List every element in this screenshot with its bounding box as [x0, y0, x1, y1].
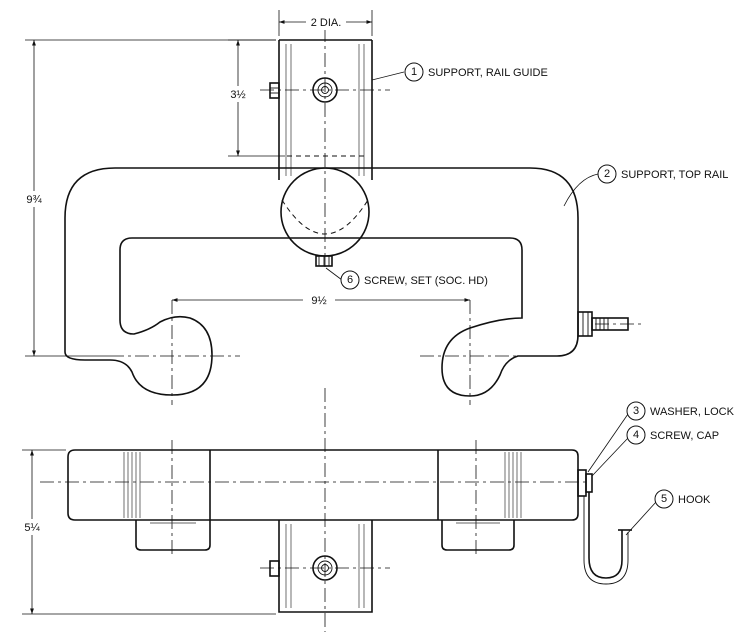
balloon-3-number: 3 [633, 405, 639, 417]
dim-side-height: 5¼ [24, 522, 40, 534]
side-cap-screw [577, 469, 593, 497]
top-rail-support-outline [64, 167, 579, 397]
side-view [40, 388, 632, 632]
balloon-2-number: 2 [604, 168, 610, 180]
guide-screw-boss [269, 77, 338, 103]
side-pads [135, 520, 515, 551]
side-rail-body [67, 449, 579, 521]
balloon-3 [626, 401, 646, 421]
label-screw-cap: SCREW, CAP [650, 430, 719, 442]
hook [588, 492, 623, 579]
label-washer-lock: WASHER, LOCK [650, 406, 735, 418]
rail-guide-tube [260, 28, 390, 268]
label-hook: HOOK [678, 494, 711, 506]
balloon-6-number: 6 [347, 274, 353, 286]
side-guide-tube [260, 520, 390, 613]
balloon-1 [404, 62, 424, 82]
label-support-top-rail: SUPPORT, TOP RAIL [621, 169, 728, 181]
balloon-6 [340, 270, 360, 290]
dim-guide-diameter: 2 DIA. [311, 17, 342, 29]
side-rail-hatching [123, 440, 522, 555]
balloon-2 [597, 164, 617, 184]
dim-overall-height: 9¾ [26, 194, 42, 206]
label-screw-set: SCREW, SET (SOC. HD) [364, 275, 488, 287]
label-support-rail-guide: SUPPORT, RAIL GUIDE [428, 67, 548, 79]
balloon-4-number: 4 [633, 429, 639, 441]
balloon-5 [654, 489, 674, 509]
dim-hole-spacing: 9½ [311, 295, 326, 307]
callouts: 1 SUPPORT, RAIL GUIDE 2 SUPPORT, TOP RAI… [325, 62, 735, 536]
dimensions: 2 DIA. 3½ 9¾ 9½ 5¼ [18, 10, 470, 615]
dim-guide-height: 3½ [230, 89, 245, 101]
balloon-1-number: 1 [411, 66, 417, 78]
balloon-5-number: 5 [661, 493, 667, 505]
balloon-4 [626, 425, 646, 445]
top-view [64, 28, 645, 405]
